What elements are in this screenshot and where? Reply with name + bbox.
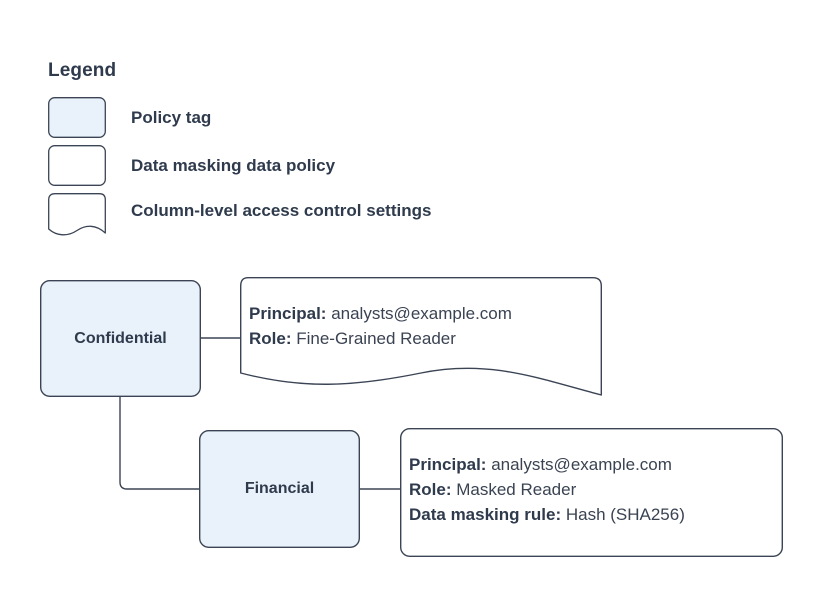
callout-financial-value-1: Masked Reader bbox=[451, 480, 577, 499]
callout-confidential-key-1: Role: bbox=[249, 329, 292, 348]
callout-financial-line-2: Data masking rule: Hash (SHA256) bbox=[409, 502, 685, 527]
callout-financial-data-policy[interactable]: Principal: analysts@example.com Role: Ma… bbox=[400, 428, 783, 557]
policy-tag-swatch bbox=[48, 97, 106, 138]
callout-financial-key-1: Role: bbox=[409, 480, 452, 499]
legend-title: Legend bbox=[48, 60, 117, 81]
connector-confidential-to-financial bbox=[119, 397, 199, 490]
callout-confidential-value-1: Fine-Grained Reader bbox=[291, 329, 456, 348]
data-policy-swatch bbox=[48, 145, 106, 186]
legend-label-access-control: Column-level access control settings bbox=[131, 201, 432, 220]
callout-financial-key-0: Principal: bbox=[409, 455, 487, 474]
callout-financial-text: Principal: analysts@example.com Role: Ma… bbox=[409, 452, 685, 527]
callout-confidential-line-0: Principal: analysts@example.com bbox=[249, 301, 512, 326]
callout-confidential-access-control[interactable]: Principal: analysts@example.com Role: Fi… bbox=[240, 277, 602, 399]
node-confidential[interactable]: Confidential bbox=[40, 280, 201, 397]
callout-confidential-line-1: Role: Fine-Grained Reader bbox=[249, 326, 512, 351]
access-control-swatch bbox=[48, 193, 106, 236]
callout-confidential-text: Principal: analysts@example.com Role: Fi… bbox=[249, 301, 512, 351]
node-financial[interactable]: Financial bbox=[199, 430, 360, 548]
callout-financial-key-2: Data masking rule: bbox=[409, 505, 562, 524]
legend-label-data-policy: Data masking data policy bbox=[131, 156, 336, 175]
callout-confidential-value-0: analysts@example.com bbox=[326, 304, 512, 323]
callout-confidential-key-0: Principal: bbox=[249, 304, 327, 323]
callout-financial-line-1: Role: Masked Reader bbox=[409, 477, 685, 502]
callout-financial-line-0: Principal: analysts@example.com bbox=[409, 452, 685, 477]
legend-label-policy-tag: Policy tag bbox=[131, 108, 212, 127]
callout-financial-value-0: analysts@example.com bbox=[486, 455, 672, 474]
callout-financial-value-2: Hash (SHA256) bbox=[561, 505, 685, 524]
